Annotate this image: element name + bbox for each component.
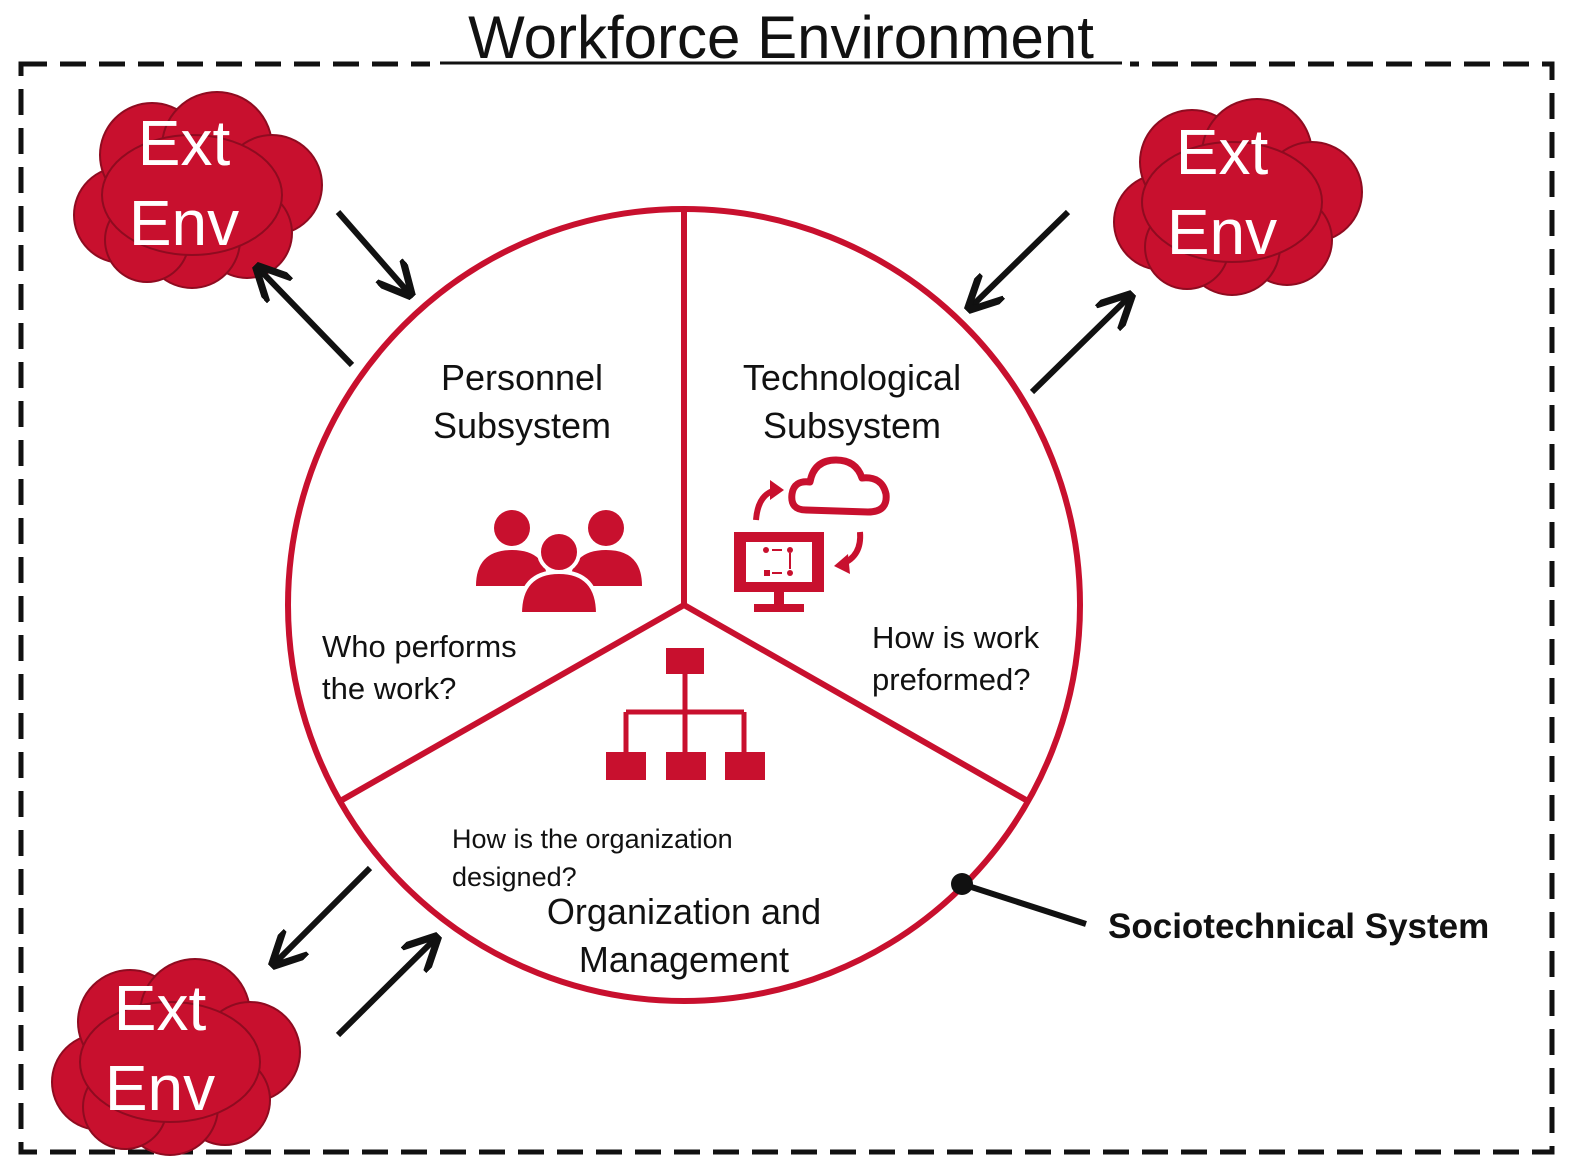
ext-env-label: Ext <box>1176 116 1269 188</box>
personnel-subsystem-title: Subsystem <box>433 405 611 446</box>
org-chart-icon <box>606 648 765 780</box>
ext-env-label: Env <box>1167 196 1277 268</box>
arrow-out-top-left <box>260 270 355 368</box>
ext-env-label: Ext <box>138 107 231 179</box>
exchange-arrows <box>260 209 1128 1038</box>
ext-env-label: Env <box>129 187 239 259</box>
ext-env-cloud-top-left: Ext Env <box>73 91 323 289</box>
organization-subsystem-title: Management <box>579 939 789 980</box>
diagram-title: Workforce Environment <box>468 4 1094 71</box>
organization-question: How is the organization <box>452 824 733 854</box>
arrow-out-bottom-left <box>276 865 373 962</box>
technological-question: How is work <box>872 620 1040 655</box>
technological-subsystem-title: Subsystem <box>763 405 941 446</box>
personnel-subsystem-title: Personnel <box>441 357 603 398</box>
arrow-in-top-right <box>972 209 1071 306</box>
personnel-subsystem: Personnel Subsystem Who performs the wor… <box>322 357 642 706</box>
people-group-icon <box>476 510 642 616</box>
arrow-out-top-right <box>1029 298 1128 395</box>
technological-question: preformed? <box>872 662 1031 697</box>
ext-env-cloud-top-right: Ext Env <box>1113 98 1363 296</box>
organization-question: designed? <box>452 862 577 892</box>
personnel-question: Who performs <box>322 629 517 664</box>
title-background <box>430 10 1130 84</box>
ext-env-label: Ext <box>114 972 207 1044</box>
subsystem-dividers <box>340 211 1028 803</box>
arrow-in-bottom-left <box>335 940 434 1038</box>
sociotechnical-system-label: Sociotechnical System <box>1108 907 1489 946</box>
personnel-question: the work? <box>322 671 456 706</box>
computer-cloud-icon <box>734 456 890 612</box>
callout-dot <box>951 873 973 895</box>
arrow-in-top-left <box>335 210 408 292</box>
technological-subsystem-title: Technological <box>743 357 961 398</box>
organization-subsystem: How is the organization designed? Organi… <box>452 648 821 980</box>
technological-subsystem: Technological Subsystem <box>734 357 1040 697</box>
sociotechnical-system-callout: Sociotechnical System <box>951 873 1489 946</box>
ext-env-cloud-bottom-left: Ext Env <box>51 958 301 1156</box>
organization-subsystem-title: Organization and <box>547 891 821 932</box>
ext-env-label: Env <box>105 1052 215 1124</box>
